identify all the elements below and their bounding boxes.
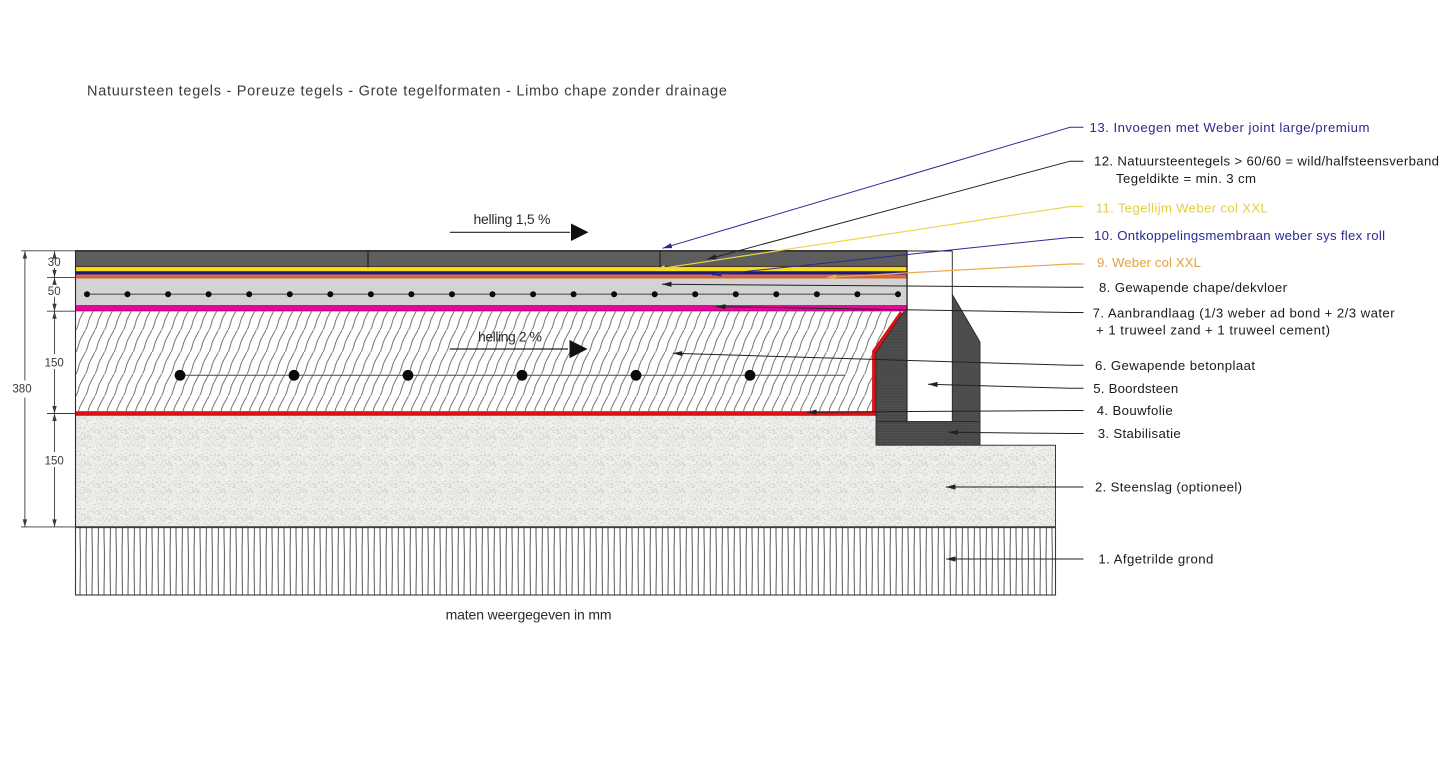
svg-text:12. Natuursteentegels > 60/60: 12. Natuursteentegels > 60/60 = wild/hal… <box>1094 154 1439 169</box>
svg-text:Tegeldikte = min. 3 cm: Tegeldikte = min. 3 cm <box>1116 171 1256 186</box>
svg-text:380: 380 <box>12 384 31 396</box>
svg-text:150: 150 <box>45 456 64 468</box>
svg-text:8. Gewapende chape/dekvloer: 8. Gewapende chape/dekvloer <box>1099 280 1288 295</box>
svg-text:5. Boordsteen: 5. Boordsteen <box>1093 381 1178 396</box>
svg-text:1. Afgetrilde grond: 1. Afgetrilde grond <box>1098 552 1213 567</box>
svg-text:6. Gewapende betonplaat: 6. Gewapende betonplaat <box>1095 358 1255 373</box>
svg-text:+ 1 truweel zand + 1 truweel c: + 1 truweel zand + 1 truweel cement) <box>1096 323 1330 338</box>
svg-text:10. Ontkoppelingsmembraan webe: 10. Ontkoppelingsmembraan weber sys flex… <box>1094 228 1385 243</box>
svg-text:3. Stabilisatie: 3. Stabilisatie <box>1098 426 1181 441</box>
svg-text:4. Bouwfolie: 4. Bouwfolie <box>1097 403 1173 418</box>
svg-text:Natuursteen tegels - Poreuze t: Natuursteen tegels - Poreuze tegels - Gr… <box>87 84 727 100</box>
svg-text:helling 1,5 %: helling 1,5 % <box>474 211 551 227</box>
svg-text:2. Steenslag (optioneel): 2. Steenslag (optioneel) <box>1095 480 1242 495</box>
svg-text:7. Aanbrandlaag (1/3 weber ad: 7. Aanbrandlaag (1/3 weber ad bond + 2/3… <box>1093 306 1396 321</box>
svg-text:9. Weber col XXL: 9. Weber col XXL <box>1097 255 1201 270</box>
svg-text:30: 30 <box>48 257 61 269</box>
svg-text:150: 150 <box>45 358 64 370</box>
svg-text:50: 50 <box>48 286 61 298</box>
svg-text:maten weergegeven in mm: maten weergegeven in mm <box>446 607 612 623</box>
svg-text:helling 2 %: helling 2 % <box>478 329 542 345</box>
svg-text:13. Invoegen met Weber joint l: 13. Invoegen met Weber joint large/premi… <box>1090 120 1370 135</box>
svg-text:11. Tegellijm Weber col XXL: 11. Tegellijm Weber col XXL <box>1096 201 1268 216</box>
